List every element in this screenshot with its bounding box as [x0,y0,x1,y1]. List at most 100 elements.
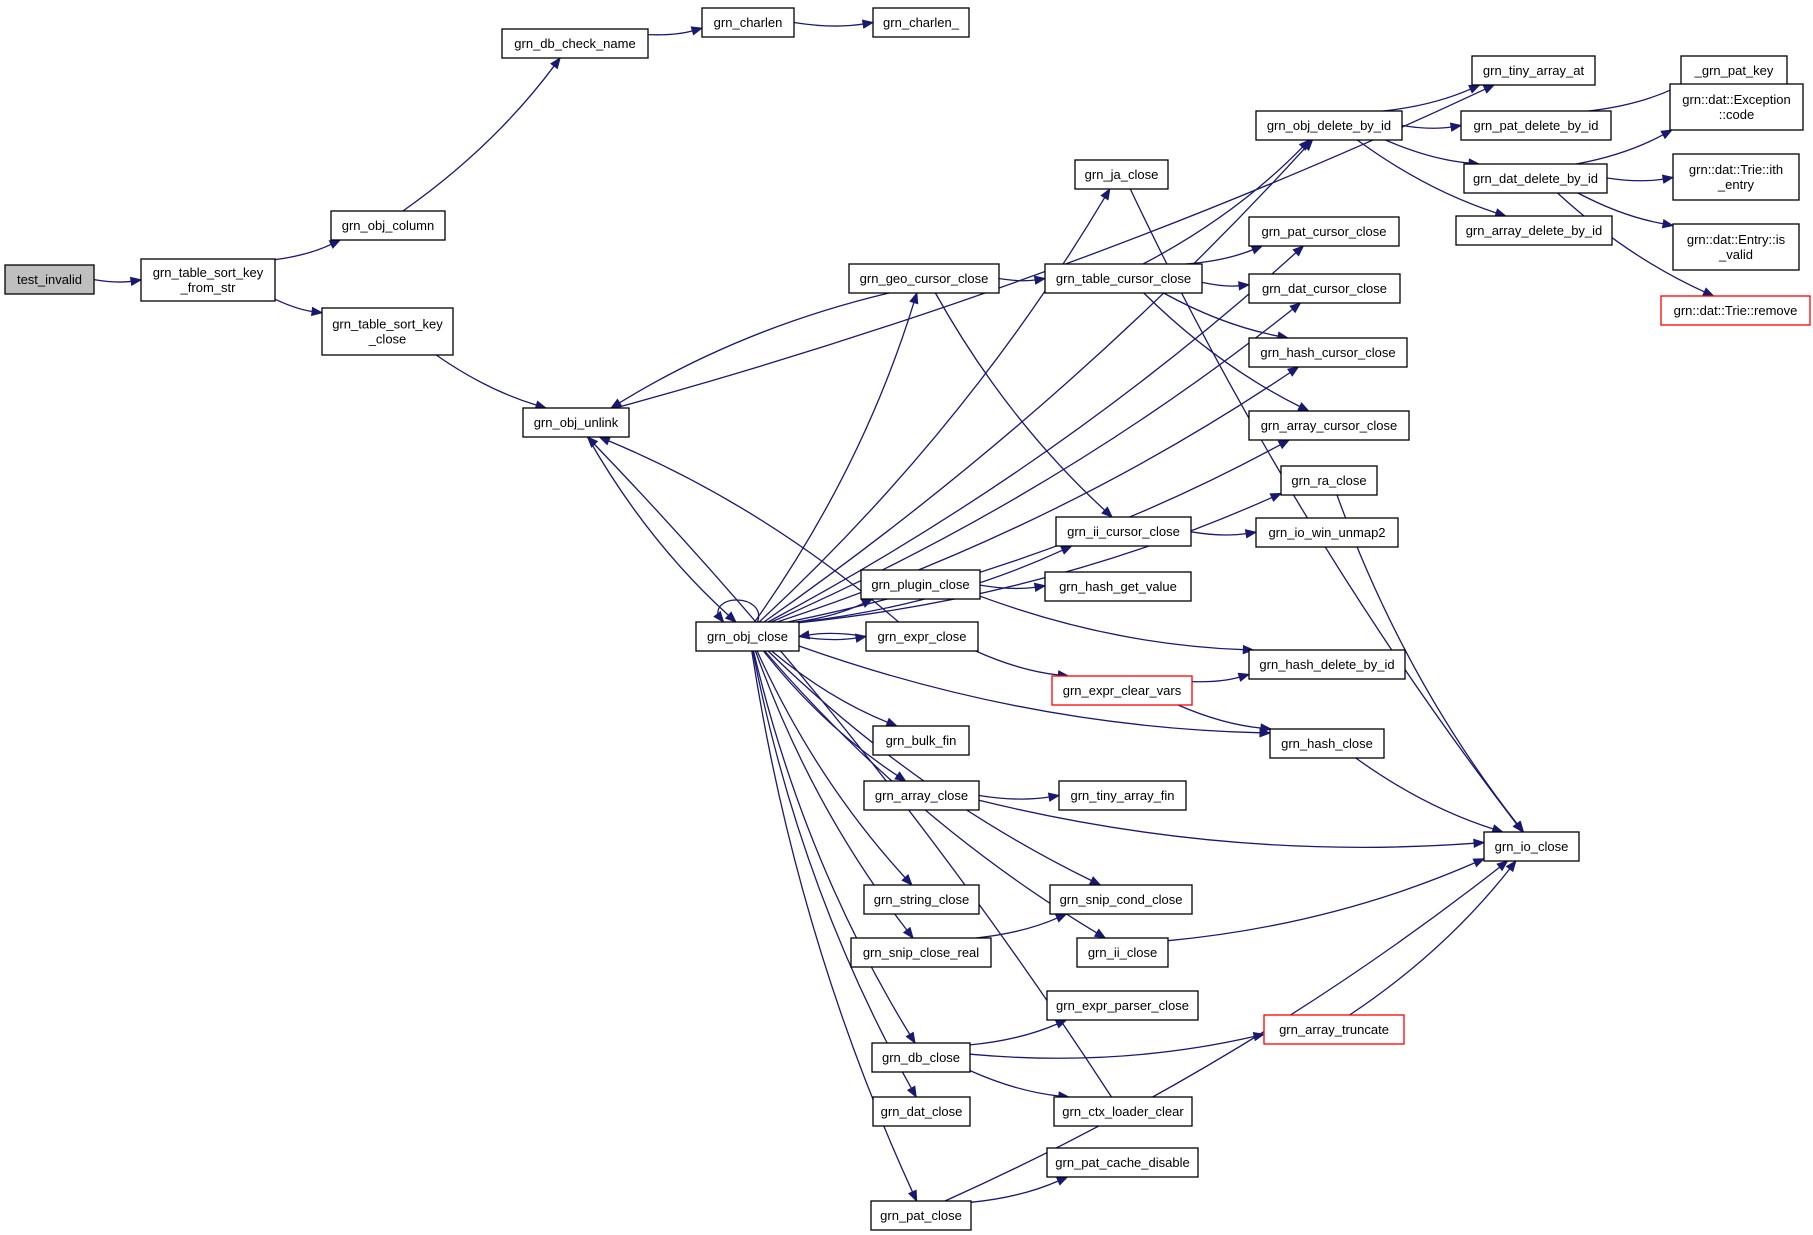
node-label: grn_bulk_fin [886,733,957,748]
edge-line [1577,192,1665,225]
node-grn-hash-delete-by-id[interactable]: grn_hash_delete_by_id [1248,649,1406,680]
node-grn-hash-get-value[interactable]: grn_hash_get_value [1044,571,1192,602]
edge-arrowhead [1054,913,1068,923]
node-grn-ii-cursor-close[interactable]: grn_ii_cursor_close [1055,516,1192,547]
node-label: grn_pat_cache_disable [1055,1155,1189,1170]
node-grn-obj-delete-by-id[interactable]: grn_obj_delete_by_id [1255,110,1403,141]
node-box [863,780,980,811]
node-box [872,7,970,38]
node-grn-ra-close[interactable]: grn_ra_close [1280,465,1378,496]
node-grn-tiny-array-at[interactable]: grn_tiny_array_at [1471,55,1596,86]
node-grn-geo-cursor-close[interactable]: grn_geo_cursor_close [848,263,1000,294]
edge-line [771,650,889,724]
node-grn-array-truncate[interactable]: grn_array_truncate [1263,1014,1405,1045]
node-test-invalid[interactable]: test_invalid [4,264,95,295]
node-grn-expr-parser-close[interactable]: grn_expr_parser_close [1046,990,1199,1021]
node-grn-pat-cache-disable[interactable]: grn_pat_cache_disable [1046,1147,1199,1178]
edge-grn-array-close-to-grn-tiny-array-fin [978,792,1061,802]
edge-grn-obj-close-to-grn-pat-cursor-close [767,245,1305,623]
edge-arrowhead [1292,245,1305,257]
node-label: grn::dat::Trie::ith [1689,162,1783,177]
edge-line [979,595,1245,651]
node-grn-dat-trie-ith-entry[interactable]: grn::dat::Trie::ith_entry [1672,153,1800,201]
node-grn-ctx-loader-clear[interactable]: grn_ctx_loader_clear [1053,1096,1193,1127]
node-grn-io-close[interactable]: grn_io_close [1483,831,1580,862]
edge-arrowhead [1287,366,1300,377]
node-grn-ja-close[interactable]: grn_ja_close [1074,159,1169,190]
node-grn-snip-cond-close[interactable]: grn_snip_cond_close [1049,884,1193,915]
node-grn-dat-close[interactable]: grn_dat_close [872,1096,971,1127]
node-label: _from_str [180,280,237,295]
edge-grn-geo-cursor-close-to-grn-obj-unlink [609,292,890,409]
node-grn-hash-close[interactable]: grn_hash_close [1269,728,1385,759]
node-grn-expr-clear-vars[interactable]: grn_expr_clear_vars [1051,675,1193,706]
node-label: grn_hash_close [1281,736,1373,751]
node-grn-dat-delete-by-id[interactable]: grn_dat_delete_by_id [1463,163,1608,194]
edge-arrowhead [906,1085,917,1099]
node-grn-tiny-array-fin[interactable]: grn_tiny_array_fin [1058,780,1187,811]
node-grn-dat-exception-code[interactable]: grn::dat::Exception::code [1669,83,1804,131]
node-grn-io-win-unmap2[interactable]: grn_io_win_unmap2 [1255,517,1399,548]
node-grn-table-cursor-close[interactable]: grn_table_cursor_close [1044,263,1203,294]
node-grn-array-close[interactable]: grn_array_close [863,780,980,811]
edge-arrowhead [328,239,342,249]
node-grn-dat-cursor-close[interactable]: grn_dat_cursor_close [1248,273,1401,304]
edge-line [767,251,1298,623]
node-grn-dat-trie-remove[interactable]: grn::dat::Trie::remove [1660,295,1811,326]
edge-line [771,308,1294,623]
edge-grn-obj-delete-by-id-to-grn-array-delete-by-id [1356,139,1507,218]
edge-grn-obj-close-to-grn-dat-close [752,650,917,1099]
node-grn-obj-column[interactable]: grn_obj_column [330,210,446,241]
node-box [1680,55,1788,86]
edge-grn-db-close-to-grn-array-truncate [969,1031,1266,1059]
edge-arrowhead [1033,582,1047,593]
node-grn-table-sort-key-close[interactable]: grn_table_sort_key_close [321,307,454,356]
edge-arrowhead [1055,1176,1069,1186]
edge-arrowhead [550,56,561,70]
edge-line [793,21,865,27]
edge-grn-table-sort-key-close-to-grn-obj-unlink [435,354,548,410]
node-label: grn_snip_close_real [863,945,979,960]
node-grn-array-delete-by-id[interactable]: grn_array_delete_by_id [1455,215,1613,246]
edge-line [756,650,907,879]
node-label: grn_hash_cursor_close [1260,345,1395,360]
node-grn-pat-delete-by-id[interactable]: grn_pat_delete_by_id [1460,110,1612,141]
edge-test-invalid-to-grn-table-sort-key-from-str [93,276,143,287]
node-grn-string-close[interactable]: grn_string_close [863,884,980,915]
node-grn-db-check-name[interactable]: grn_db_check_name [501,28,649,59]
node-grn-expr-close[interactable]: grn_expr_close [865,621,979,652]
edge-grn-expr-close-to-grn-obj-unlink [598,436,900,623]
node-grn-charlen[interactable]: grn_charlen [701,7,795,38]
node-grn-snip-close-real[interactable]: grn_snip_close_real [850,937,992,968]
node-grn-plugin-close[interactable]: grn_plugin_close [860,569,981,600]
node-grn-obj-unlink[interactable]: grn_obj_unlink [522,407,630,438]
edge-line [274,298,314,313]
node-grn-bulk-fin[interactable]: grn_bulk_fin [872,725,970,756]
edge-arrowhead [1238,281,1251,291]
edge-line [435,354,538,407]
node-grn-pat-cursor-close[interactable]: grn_pat_cursor_close [1248,216,1400,247]
node-box [863,884,980,915]
node-grn-charlen-[interactable]: grn_charlen_ [872,7,970,38]
node-grn-pat-key[interactable]: _grn_pat_key [1680,55,1788,86]
node-box [1051,675,1193,706]
edge-grn-expr-close-to-grn-expr-clear-vars [975,650,1070,680]
node-grn-table-sort-key-from-str[interactable]: grn_table_sort_key_from_str [140,258,276,302]
edge-arrowhead [907,1189,918,1203]
edge-line [1557,192,1706,293]
node-grn-ii-close[interactable]: grn_ii_close [1076,937,1169,968]
node-grn-array-cursor-close[interactable]: grn_array_cursor_close [1248,410,1410,441]
node-box [1248,273,1401,304]
node-label: grn_expr_parser_close [1056,998,1189,1013]
node-grn-dat-entry-is-valid[interactable]: grn::dat::Entry::is_valid [1672,223,1800,271]
node-grn-db-close[interactable]: grn_db_close [871,1042,971,1073]
node-grn-obj-close[interactable]: grn_obj_close [695,621,800,652]
edge-grn-ii-cursor-close-to-grn-io-win-unmap2 [1190,529,1258,539]
edge-arrowhead [1101,506,1114,518]
node-grn-pat-close[interactable]: grn_pat_close [870,1200,972,1231]
edge-line [1191,676,1241,683]
edge-arrowhead [1661,219,1675,229]
edge-grn-obj-close-to-grn-string-close [756,650,913,886]
edge-arrowhead [885,717,899,727]
node-grn-hash-cursor-close[interactable]: grn_hash_cursor_close [1248,337,1408,368]
